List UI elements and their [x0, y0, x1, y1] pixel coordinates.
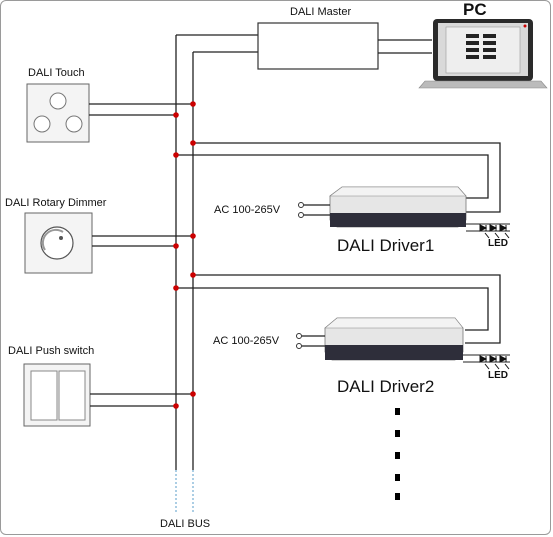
dali-driver2-device [324, 317, 464, 361]
led-2-label: LED [488, 370, 508, 381]
continuation-dots [395, 408, 400, 500]
dali-driver1-label: DALI Driver1 [337, 236, 435, 255]
dali-master-label: DALI Master [290, 6, 352, 18]
wire-driver2-a [193, 274, 501, 344]
led2-diodes-icon [479, 355, 510, 370]
dali-touch-device [26, 83, 90, 143]
led-1-label: LED [488, 238, 508, 249]
dali-driver1-device [329, 186, 467, 228]
ac1-terminal-top [298, 202, 304, 208]
pc-label: PC [463, 0, 487, 19]
dali-master-box [257, 22, 379, 70]
dali-rotary-dimmer-label: DALI Rotary Dimmer [5, 197, 107, 209]
ac2-terminal-bottom [296, 343, 302, 349]
laptop-icon [418, 19, 548, 89]
ac2-terminal-top [296, 333, 302, 339]
ac1-terminal-bottom [298, 212, 304, 218]
led1-diodes-icon [479, 224, 510, 239]
wire-driver1-b [176, 154, 489, 199]
wire-driver2-b [176, 287, 489, 331]
dali-driver2-label: DALI Driver2 [337, 377, 435, 396]
dali-bus-label: DALI BUS [160, 518, 211, 530]
wire-driver1-a [193, 142, 501, 213]
dali-push-switch-device [23, 363, 91, 427]
ac-input-1-label: AC 100-265V [214, 204, 281, 216]
dali-push-switch-label: DALI Push switch [8, 345, 95, 357]
junction-points [173, 101, 196, 409]
ac-input-2-label: AC 100-265V [213, 335, 280, 347]
dali-touch-label: DALI Touch [28, 67, 85, 79]
dali-rotary-dimmer-device [24, 212, 93, 274]
